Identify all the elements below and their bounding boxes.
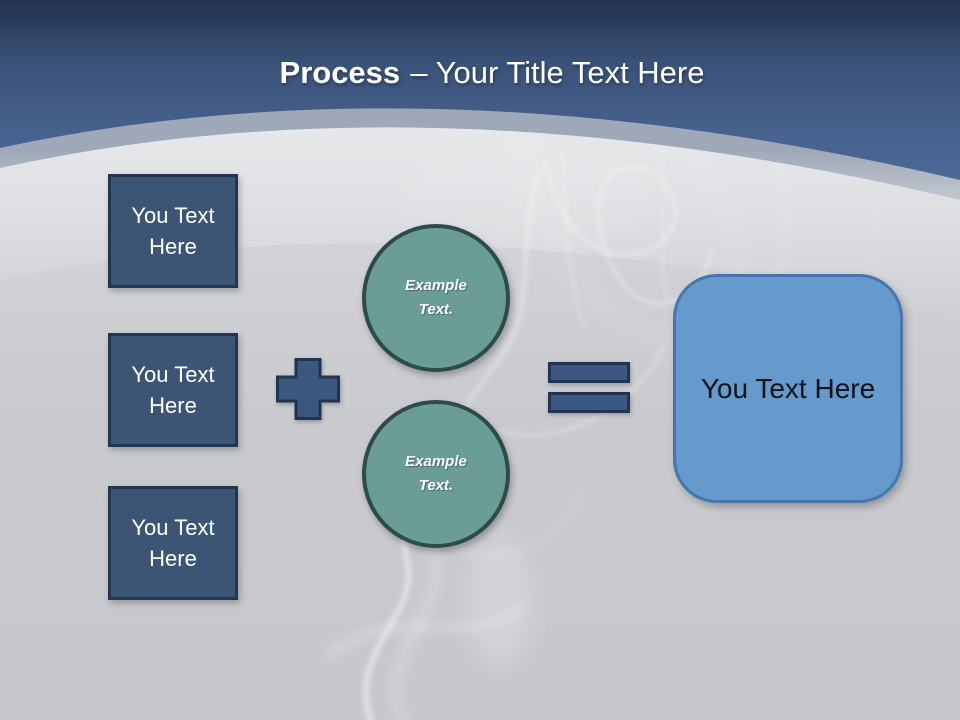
example-circle-1[interactable]: Example Text. <box>362 224 510 372</box>
example-circle-2-label: Example Text. <box>405 453 467 494</box>
input-box-3[interactable]: You Text Here <box>108 486 238 600</box>
example-circle-2[interactable]: Example Text. <box>362 400 510 548</box>
input-box-3-label: You Text Here <box>131 514 215 571</box>
slide-title-bold: Process <box>279 55 401 90</box>
slide-title-regular: – Your Title Text Here <box>410 55 705 90</box>
input-box-1-label: You Text Here <box>131 202 215 259</box>
result-box[interactable]: You Text Here <box>673 274 903 503</box>
plus-icon[interactable] <box>276 358 340 420</box>
result-box-label: You Text Here <box>700 372 876 404</box>
header-banner <box>0 0 960 180</box>
input-box-2[interactable]: You Text Here <box>108 333 238 447</box>
input-box-2-label: You Text Here <box>131 361 215 418</box>
example-circle-1-label: Example Text. <box>405 277 467 318</box>
equals-icon[interactable] <box>548 362 630 413</box>
slide-title[interactable]: Process – Your Title Text Here <box>12 54 960 91</box>
input-box-1[interactable]: You Text Here <box>108 174 238 288</box>
